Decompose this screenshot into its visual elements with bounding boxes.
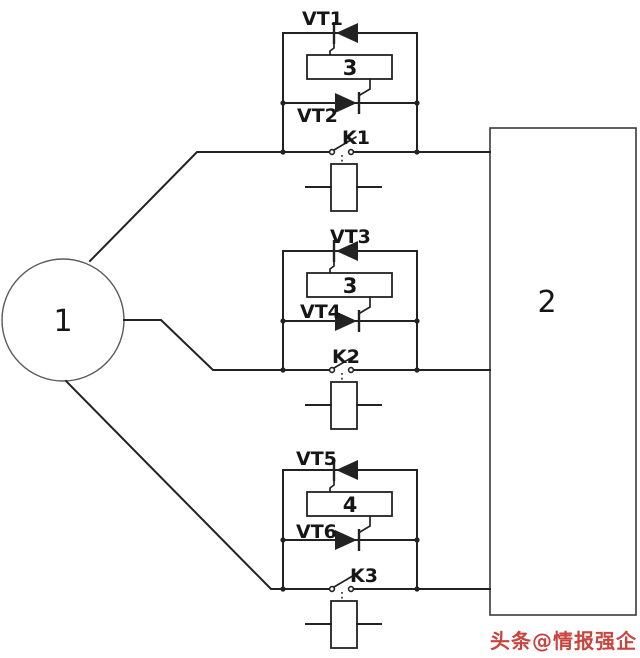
k3-label: K3 (350, 565, 378, 587)
k3-switch-arm (333, 573, 357, 588)
generator-label: 1 (53, 304, 72, 339)
junction-dot (280, 100, 286, 106)
vt1-gate-wire (329, 42, 335, 56)
controller-label: 2 (537, 285, 556, 320)
phase-c-wire (64, 379, 285, 590)
junction-dot (280, 318, 286, 324)
k2-coil-box (330, 381, 358, 430)
junction-dot (280, 537, 286, 543)
phase-a-wire (88, 151, 285, 263)
vt2-gate-wire (359, 78, 371, 96)
vt1-thyristor-icon (336, 23, 358, 43)
watermark-text: 头条@情报强企 (490, 629, 637, 653)
k1-switch-arm (333, 136, 357, 151)
vt3-thyristor-icon (336, 241, 358, 261)
k1-contact-right (347, 148, 355, 156)
junction-dot (414, 537, 420, 543)
trigger-box-2 (306, 272, 393, 298)
vt6-thyristor-icon (335, 530, 357, 550)
trigger-box-1-label: 3 (343, 56, 358, 80)
k2-contact-left (328, 366, 336, 374)
vt2-thyristor-icon (335, 93, 357, 113)
k3-coil-box (330, 600, 358, 649)
vt3-gate-wire (329, 260, 335, 274)
k1-label: K1 (342, 127, 370, 149)
vt1-label: VT1 (302, 8, 343, 30)
k2-contact-right (347, 366, 355, 374)
thyristor-branch-1: 3 VT1 VT2 K1 (280, 8, 420, 212)
k3-contact-left (328, 585, 336, 593)
phase-wiring (64, 151, 491, 590)
k2-switch-arm (333, 354, 357, 369)
trigger-box-3-label: 4 (343, 493, 358, 517)
phase-b-wire (123, 319, 285, 371)
controller-box (489, 127, 637, 616)
trigger-box-3 (306, 491, 393, 517)
vt5-thyristor-icon (336, 460, 358, 480)
trigger-box-2-label: 3 (343, 274, 358, 298)
vt4-label: VT4 (300, 301, 341, 323)
vt2-label: VT2 (297, 105, 338, 127)
thyristor-branch-3: 4 VT5 VT6 K3 (280, 448, 420, 649)
trigger-box-1 (306, 54, 393, 80)
thyristor-branch-2: 3 VT3 VT4 K2 (280, 226, 420, 430)
vt6-label: VT6 (296, 521, 337, 543)
k3-contact-right (347, 585, 355, 593)
vt5-label: VT5 (296, 448, 337, 470)
vt5-gate-wire (329, 479, 335, 493)
vt3-label: VT3 (330, 226, 371, 248)
vt4-thyristor-icon (335, 311, 357, 331)
vt6-gate-wire (359, 515, 371, 533)
junction-dot (414, 318, 420, 324)
k1-coil-box (330, 163, 358, 212)
k2-label: K2 (332, 346, 360, 368)
vt4-gate-wire (359, 296, 371, 314)
junction-dot (414, 100, 420, 106)
k1-contact-left (328, 148, 336, 156)
